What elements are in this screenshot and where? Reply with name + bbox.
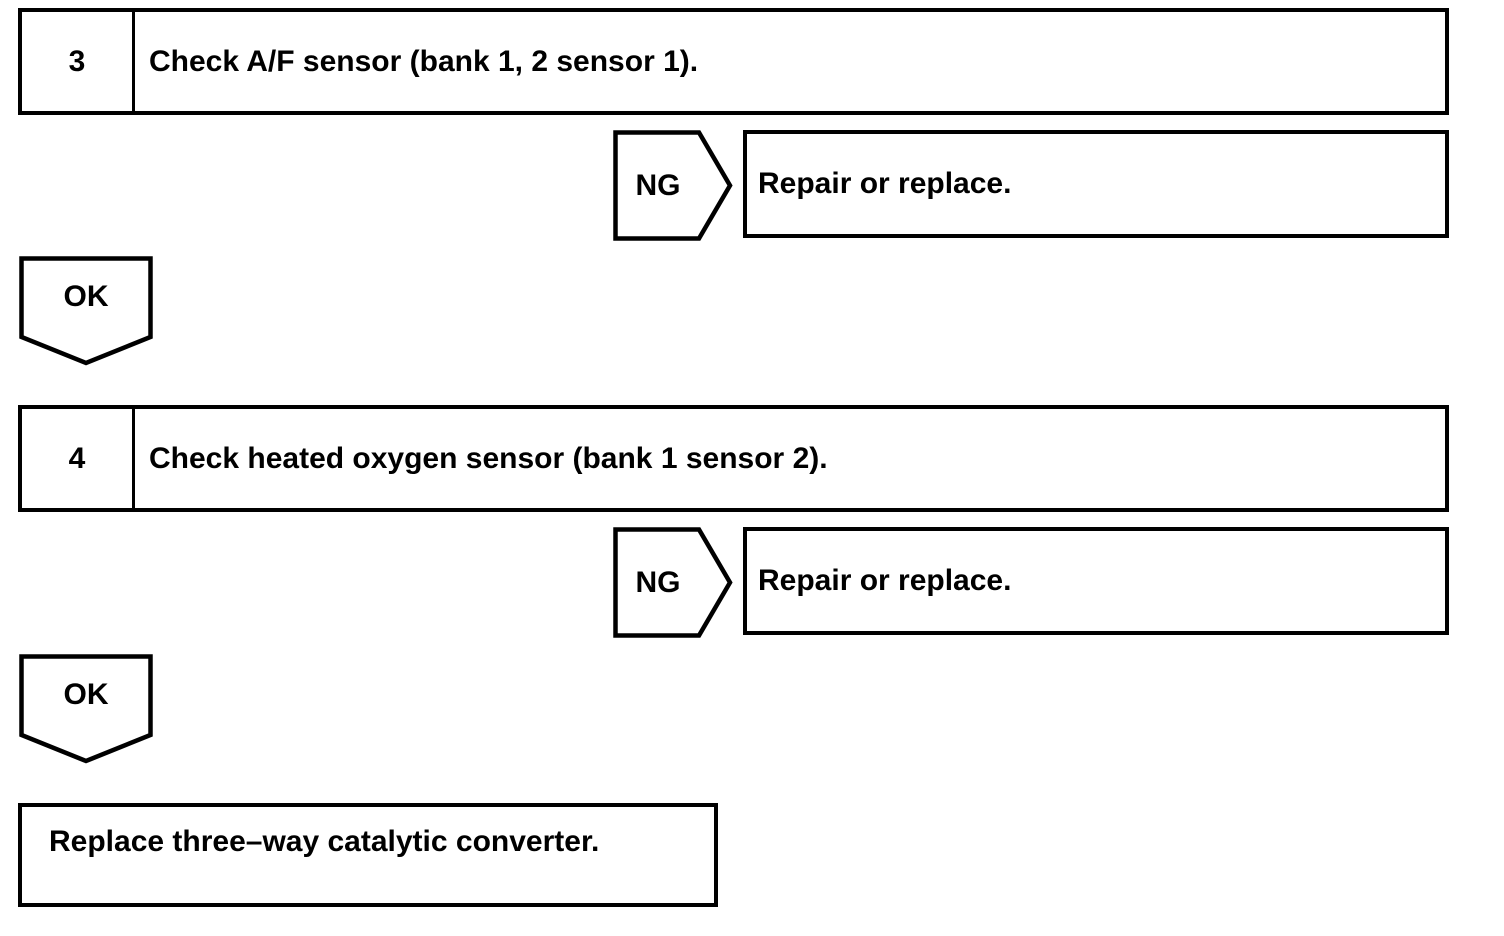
ok-connector: OK <box>19 654 153 764</box>
step-box-3: 3 Check A/F sensor (bank 1, 2 sensor 1). <box>18 8 1449 115</box>
ok-label: OK <box>63 678 109 711</box>
ok-pentagon-down-icon <box>19 654 153 764</box>
step-box-4: 4 Check heated oxygen sensor (bank 1 sen… <box>18 405 1449 512</box>
final-action-text: Replace three–way catalytic converter. <box>49 825 600 858</box>
step-title: Check A/F sensor (bank 1, 2 sensor 1). <box>149 44 699 78</box>
ng-label: NG <box>635 168 681 202</box>
final-action-box: Replace three–way catalytic converter. <box>18 803 718 907</box>
ok-connector: OK <box>19 256 153 366</box>
ng-pentagon-right-icon <box>613 527 733 638</box>
ng-action-text: Repair or replace. <box>758 564 1012 597</box>
ng-action-box: Repair or replace. <box>743 527 1449 635</box>
ng-label: NG <box>635 565 681 599</box>
ok-pentagon-down-icon <box>19 256 153 366</box>
step-number: 3 <box>22 12 135 111</box>
ng-connector: NG <box>613 527 733 638</box>
step-number: 4 <box>22 409 135 508</box>
ng-action-text: Repair or replace. <box>758 167 1012 200</box>
step-title: Check heated oxygen sensor (bank 1 senso… <box>149 441 828 475</box>
ng-pentagon-right-icon <box>613 130 733 241</box>
ng-action-box: Repair or replace. <box>743 130 1449 238</box>
ok-label: OK <box>63 280 109 313</box>
ng-connector: NG <box>613 130 733 241</box>
